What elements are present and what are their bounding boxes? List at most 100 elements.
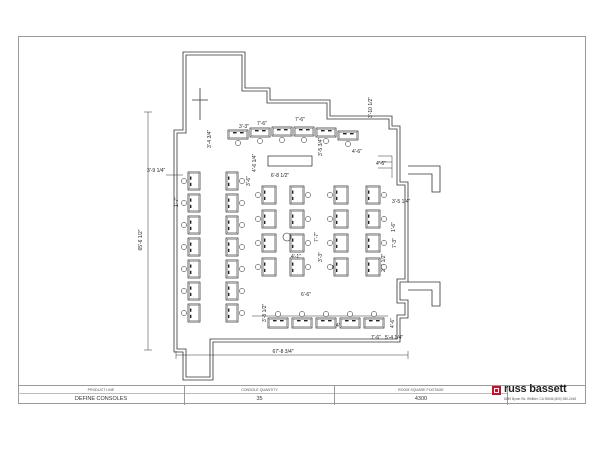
dim-mid-a: 4'-6 1/4" xyxy=(252,153,258,172)
console-workstation xyxy=(255,257,277,277)
chair-icon xyxy=(239,222,245,228)
dim-overall-width: 67'-8 3/4" xyxy=(272,349,293,355)
chair-icon xyxy=(181,200,187,206)
console-quantity-cell: CONSOLE QUANTITY 35 xyxy=(185,386,335,405)
console-workstation xyxy=(225,303,245,323)
dim-bottom-c: 7'-6" xyxy=(371,335,381,341)
dim-bottom-a: 6'-6" xyxy=(301,292,311,298)
dim-left-small: 1'-7" xyxy=(174,197,180,207)
room-inner-wall xyxy=(176,54,406,378)
console-workstation xyxy=(365,209,387,229)
console-workstation xyxy=(327,233,349,253)
room-sqft-cell: ROOM SQUARE FOOTAGE 4300 xyxy=(335,386,508,405)
dim-mid-d: 3'-6" xyxy=(246,176,252,186)
chair-icon xyxy=(327,192,333,198)
dim-top-row-a: 7'-6" xyxy=(257,121,267,127)
console-workstation xyxy=(181,303,201,323)
console-workstation xyxy=(181,215,201,235)
dim-bottom-b: 3'-8 1/2" xyxy=(262,303,268,322)
chair-icon xyxy=(181,310,187,316)
right-door-bottom xyxy=(408,281,441,307)
chair-icon xyxy=(305,240,311,246)
dim-right-f: 2'-6 1/2" xyxy=(381,253,387,272)
chair-icon xyxy=(239,244,245,250)
dim-bottom-d: 5'-4 1/4" xyxy=(385,335,404,341)
dim-top-left-gap: 3'-4 3/4" xyxy=(207,129,213,148)
chair-icon xyxy=(301,137,307,143)
console-workstation xyxy=(225,193,245,213)
chair-icon xyxy=(327,264,333,270)
console-workstation xyxy=(315,311,337,329)
console-workstation xyxy=(225,259,245,279)
dim-mid-f: 3'-5 1/4" xyxy=(392,199,411,205)
console-workstation xyxy=(249,127,271,144)
drawing-sheet-border xyxy=(18,36,586,404)
brand-name: russ bassett xyxy=(504,383,567,395)
chair-icon xyxy=(239,266,245,272)
dim-overall-height: 65'-6 1/2" xyxy=(138,229,144,250)
console-workstation xyxy=(291,311,313,329)
dim-left-offset: 3'-9 1/4" xyxy=(147,168,166,174)
console-workstation xyxy=(225,171,245,191)
console-workstation xyxy=(181,171,201,191)
chair-icon xyxy=(279,137,285,143)
chair-icon xyxy=(323,311,329,317)
console-workstation xyxy=(289,233,311,253)
console-workstation xyxy=(289,185,311,205)
chair-icon xyxy=(181,244,187,250)
console-workstation xyxy=(255,209,277,229)
chair-icon xyxy=(327,240,333,246)
dim-center-b: 4'-1" xyxy=(291,254,301,260)
chair-icon xyxy=(255,216,261,222)
chair-icon xyxy=(255,192,261,198)
console-workstation xyxy=(327,209,349,229)
console-workstation xyxy=(181,193,201,213)
console-workstation xyxy=(365,233,387,253)
chair-icon xyxy=(305,264,311,270)
chair-icon xyxy=(381,240,387,246)
chair-icon xyxy=(239,310,245,316)
center-table xyxy=(267,155,313,167)
console-workstation xyxy=(315,127,337,144)
brand-mark-icon xyxy=(492,386,501,395)
console-workstation xyxy=(271,126,293,143)
chair-icon xyxy=(181,178,187,184)
console-layout xyxy=(181,126,393,329)
room-wall-outline xyxy=(173,51,409,381)
dim-center-a: 7'-7" xyxy=(314,232,320,242)
right-door-top xyxy=(408,165,441,193)
console-workstation xyxy=(363,311,385,329)
chair-icon xyxy=(347,311,353,317)
console-workstation xyxy=(289,209,311,229)
console-workstation xyxy=(225,237,245,257)
console-workstation xyxy=(327,257,349,277)
product-line-label: PRODUCT LINE xyxy=(18,387,184,394)
console-workstation xyxy=(181,281,201,301)
chair-icon xyxy=(181,288,187,294)
console-workstation xyxy=(267,311,289,329)
chair-icon xyxy=(181,222,187,228)
chair-icon xyxy=(323,138,329,144)
console-workstation xyxy=(327,185,349,205)
room-sqft-value: 4300 xyxy=(414,396,428,402)
console-workstation xyxy=(289,257,311,277)
dim-top-row-b: 7'-6" xyxy=(295,117,305,123)
console-quantity-value: 35 xyxy=(256,396,263,402)
chair-icon xyxy=(239,200,245,206)
chair-icon xyxy=(275,311,281,317)
console-workstation xyxy=(365,257,387,277)
brand-address: 8189 Byron Rd, Whittier, CA 90606 (800) … xyxy=(504,397,577,401)
room-sqft-label: ROOM SQUARE FOOTAGE xyxy=(335,387,507,394)
right-fixture xyxy=(378,155,393,178)
dim-mid-c: 3'-5 3/4" xyxy=(318,137,324,156)
chair-icon xyxy=(305,192,311,198)
chair-icon xyxy=(381,192,387,198)
chair-icon xyxy=(235,140,241,146)
brand-logo: russ bassett 8189 Byron Rd, Whittier, CA… xyxy=(490,382,586,408)
console-workstation xyxy=(227,129,249,146)
console-quantity-label: CONSOLE QUANTITY xyxy=(185,387,334,394)
chair-icon xyxy=(305,216,311,222)
product-line-cell: PRODUCT LINE DEFINE CONSOLES xyxy=(18,386,185,405)
console-workstation xyxy=(255,185,277,205)
